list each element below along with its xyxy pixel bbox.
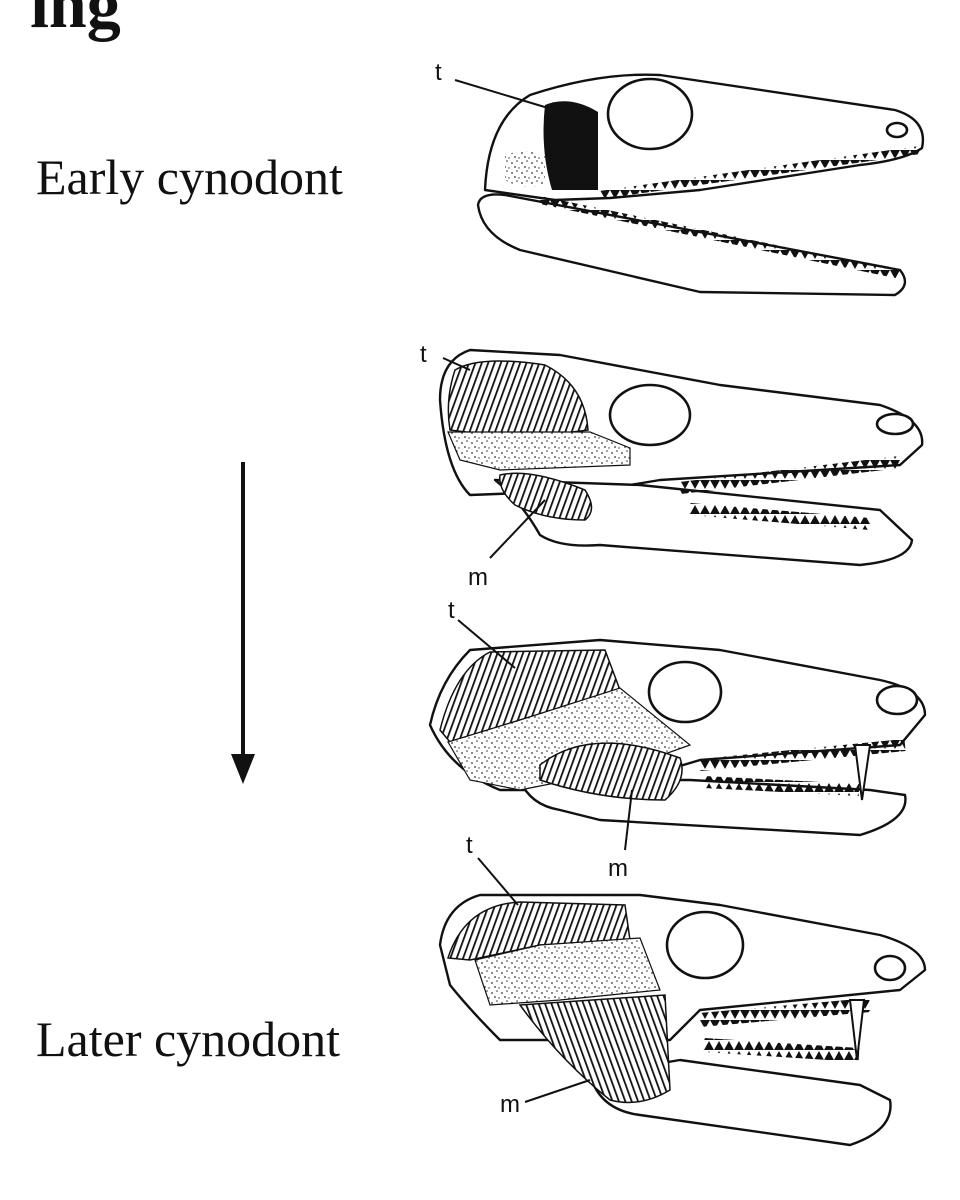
masseter-label-2: m [468, 564, 488, 591]
skull-stage-3 [428, 619, 927, 851]
later-cynodont-label: Later cynodont [36, 1011, 341, 1067]
down-arrow-icon [231, 462, 255, 784]
skull-early-cynodont [454, 73, 925, 297]
temporalis-label-1: t [435, 59, 442, 86]
masseter-label-3: m [608, 855, 628, 882]
temporalis-label-4: t [466, 832, 473, 859]
skull-later-cynodont [438, 857, 927, 1147]
skull-stage-2 [438, 348, 924, 567]
temporalis-label-2: t [420, 341, 427, 368]
masseter-label-4: m [500, 1091, 520, 1118]
cropped-heading: ing [30, 0, 121, 42]
early-cynodont-label: Early cynodont [36, 149, 343, 205]
temporalis-label-3: t [448, 597, 455, 624]
